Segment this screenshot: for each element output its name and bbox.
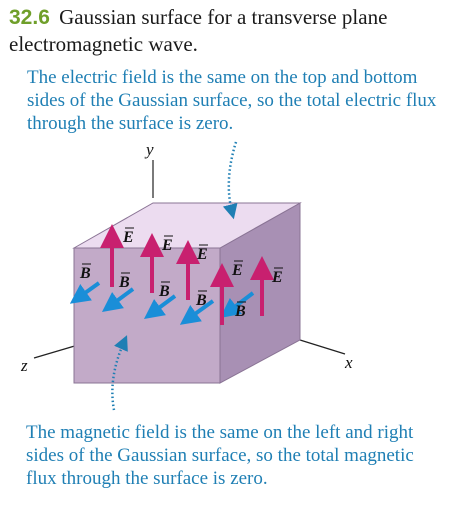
figure-title-text: Gaussian surface for a transverse plane …	[9, 5, 388, 56]
b-field-label: B	[79, 263, 91, 282]
b-field-label: B	[195, 290, 207, 309]
svg-text:B: B	[158, 283, 170, 300]
z-axis	[33, 344, 79, 359]
x-axis	[299, 339, 346, 355]
z-axis-label: z	[20, 356, 28, 375]
e-field-label: E	[122, 227, 134, 246]
svg-text:B: B	[118, 274, 130, 291]
b-field-arrow	[69, 281, 101, 304]
svg-text:E: E	[231, 262, 243, 279]
b-field-arrow	[179, 299, 215, 325]
x-axis-label: x	[344, 353, 353, 372]
svg-text:B: B	[234, 303, 246, 320]
b-field-label: B	[234, 301, 246, 320]
svg-text:E: E	[196, 246, 208, 263]
e-field-label: E	[231, 260, 243, 279]
svg-text:B: B	[79, 265, 91, 282]
y-axis-label: y	[144, 140, 154, 159]
b-field-arrow	[101, 287, 135, 312]
b-field-label: B	[118, 272, 130, 291]
box-top-face	[72, 202, 302, 249]
b-field-label: B	[158, 281, 170, 300]
svg-text:B: B	[195, 292, 207, 309]
e-field-label: E	[161, 235, 173, 254]
e-field-label: E	[196, 244, 208, 263]
svg-text:E: E	[271, 269, 283, 286]
e-field-label: E	[271, 267, 283, 286]
caption-electric-flux: The electric field is the same on the to…	[27, 67, 437, 134]
svg-text:E: E	[161, 237, 173, 254]
b-field-arrow	[143, 294, 177, 319]
bottom-caption-pointer	[111, 335, 128, 411]
figure-number: 32.6	[9, 6, 50, 29]
box-front-face	[73, 247, 221, 384]
caption-magnetic-flux: The magnetic field is the same on the le…	[26, 422, 414, 489]
svg-text:E: E	[122, 229, 134, 246]
figure-title: 32.6 Gaussian surface for a transverse p…	[9, 4, 449, 57]
top-caption-pointer	[222, 141, 238, 220]
